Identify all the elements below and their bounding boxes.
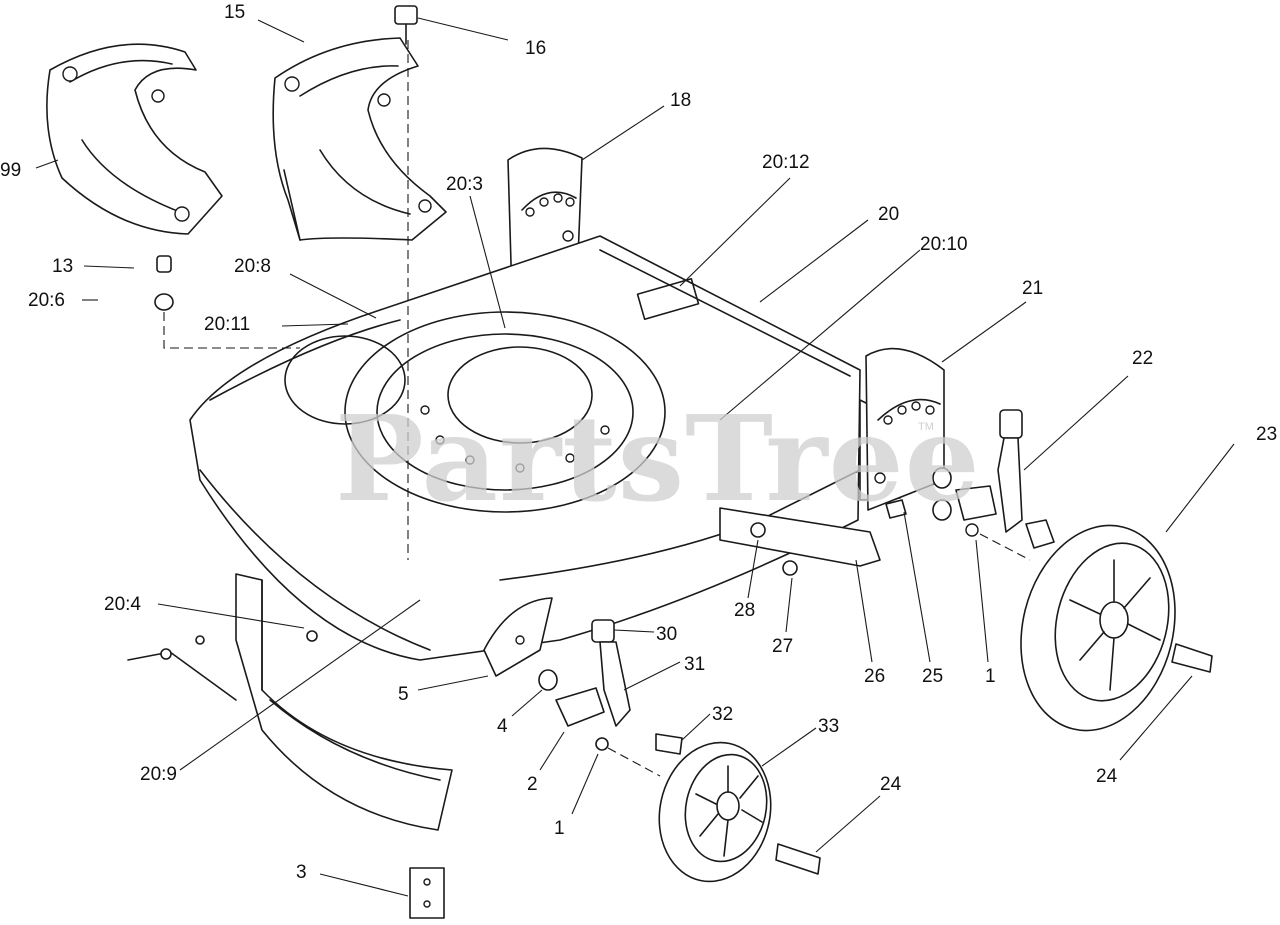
part-15-baffle [272, 37, 447, 241]
callout-13: 13 [52, 256, 73, 277]
callout-1-left: 1 [554, 818, 565, 839]
callout-32: 32 [712, 704, 733, 725]
part-20-6-grommet [154, 293, 174, 311]
callout-26: 26 [864, 666, 885, 687]
callout-20-9: 20:9 [140, 764, 177, 785]
callout-2: 2 [527, 774, 538, 795]
part-99-deflector [46, 43, 223, 235]
part-4-2-1-hardware [538, 669, 683, 755]
assembly-lines [163, 40, 1031, 777]
callout-28: 28 [734, 600, 755, 621]
watermark-text: PartsTree [335, 389, 981, 528]
callout-20-3: 20:3 [446, 174, 483, 195]
callout-20-4: 20:4 [104, 594, 141, 615]
callout-4: 4 [497, 716, 508, 737]
callout-20-10: 20:10 [920, 234, 968, 255]
part-20-deck [189, 235, 901, 661]
callout-23: 23 [1256, 424, 1277, 445]
callout-24-left: 24 [880, 774, 902, 795]
leader-lines [35, 17, 1235, 897]
callout-3: 3 [296, 862, 307, 883]
callout-5: 5 [398, 684, 409, 705]
part-23-rear-wheel [1020, 524, 1213, 732]
callout-18: 18 [670, 90, 691, 111]
callout-15: 15 [224, 2, 245, 23]
callout-24-right: 24 [1096, 766, 1118, 787]
part-22-lever [997, 409, 1023, 533]
callout-1-right: 1 [985, 666, 996, 687]
callout-22: 22 [1132, 348, 1153, 369]
callout-21: 21 [1022, 278, 1043, 299]
part-21-bracket [865, 347, 945, 511]
part-20-4-rear-flap [127, 573, 453, 831]
part-30-31-lever [591, 619, 631, 727]
callout-20-11: 20:11 [204, 314, 250, 335]
part-right-washers [932, 467, 1055, 549]
part-3-hinge-plate [409, 867, 445, 919]
callout-20-8: 20:8 [234, 256, 271, 277]
callout-30: 30 [656, 624, 677, 645]
callout-31: 31 [684, 654, 705, 675]
part-16-knob [394, 5, 418, 45]
callout-27: 27 [772, 636, 793, 657]
callout-20-6: 20:6 [28, 290, 65, 311]
callout-25: 25 [922, 666, 943, 687]
part-5-bracket [483, 597, 553, 677]
callout-33: 33 [818, 716, 839, 737]
part-33-front-wheel [658, 741, 821, 883]
part-25-bolt [885, 499, 907, 519]
callout-99: 99 [0, 160, 21, 181]
callout-20-12: 20:12 [762, 152, 810, 173]
part-13-screw [156, 255, 172, 273]
watermark-trademark: TM [918, 421, 934, 433]
callout-16: 16 [525, 38, 546, 59]
part-27-28-nuts [750, 522, 798, 576]
callout-labels: 99 15 16 18 20:3 20:12 20 20:10 13 20:8 … [0, 2, 1277, 883]
callout-20: 20 [878, 204, 899, 225]
